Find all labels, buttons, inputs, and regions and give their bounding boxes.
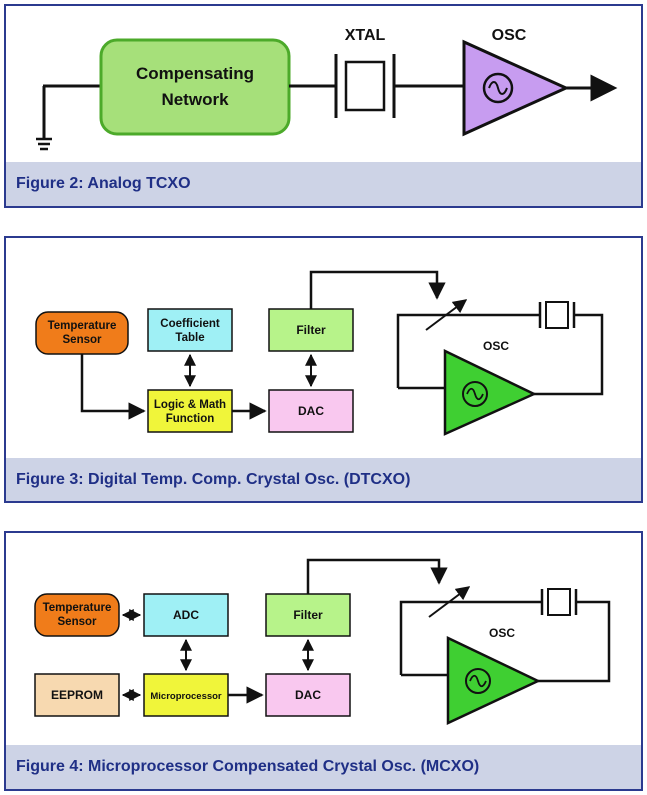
dac-label: DAC [295,688,321,702]
ground-icon [36,86,52,151]
figure-3-diagram: Temperature Sensor Coefficient Table Log… [35,270,604,436]
loop-wire-right [534,313,604,396]
temperature-sensor-label-line1: Temperature [43,602,112,614]
dac-box [265,673,351,717]
sine-wave-icon [465,668,491,694]
arrow-filter-to-varactor [306,558,448,594]
loop-wire-left-top [396,313,540,388]
osc-label: OSC [483,339,509,353]
figure-4-caption: Figure 4: Microprocessor Compensated Cry… [6,745,641,789]
temperature-sensor-box [34,593,120,637]
figure-2-panel: Compensating Network XTAL OSC Figure 2: … [4,4,643,208]
filter-label: Filter [293,608,323,622]
crystal-icon [540,588,578,616]
dac-box [268,389,354,433]
figure-3-caption: Figure 3: Digital Temp. Comp. Crystal Os… [6,458,641,501]
arrow-sensor-to-logic [80,354,146,420]
eeprom-box [34,673,120,717]
dac-label: DAC [298,404,324,418]
temperature-sensor-label-line1: Temperature [48,320,117,332]
loop-wire-left-top [399,600,542,675]
osc-amplifier-triangle [446,636,541,725]
compensating-network-label-line1: Compensating [136,64,254,83]
coefficient-table-box [147,308,233,352]
crystal-icon [334,54,396,118]
microprocessor-label: Microprocessor [150,691,222,702]
figure-4-diagram: Temperature Sensor ADC Filter EEPROM Mic… [34,558,611,725]
figure-4-panel: Temperature Sensor ADC Filter EEPROM Mic… [4,531,643,791]
varactor-icon [428,586,471,618]
xtal-label: XTAL [345,27,386,44]
temperature-sensor-box [35,311,129,355]
microprocessor-box [143,673,229,717]
coefficient-table-label-line2: Table [175,332,204,344]
compensating-network-box [99,38,291,136]
logic-math-label-line1: Logic & Math [154,399,226,411]
sine-wave-icon [462,381,488,407]
filter-box [265,593,351,637]
logic-math-label-line2: Function [166,413,215,425]
adc-label: ADC [173,608,199,622]
arrow-filter-to-varactor [309,270,446,309]
eeprom-label: EEPROM [51,688,103,702]
osc-label: OSC [492,27,527,44]
crystal-icon [538,301,576,329]
varactor-icon [425,299,468,331]
coefficient-table-label-line1: Coefficient [160,318,220,330]
figure-2-diagram: Compensating Network XTAL OSC [36,27,618,151]
sine-wave-icon [482,72,514,104]
adc-box [143,593,229,637]
temperature-sensor-label-line2: Sensor [58,616,98,628]
temperature-sensor-label-line2: Sensor [63,334,103,346]
compensating-network-label-line2: Network [161,90,229,109]
logic-math-function-box [147,389,233,433]
osc-amplifier-triangle [443,349,537,436]
figure-2-caption: Figure 2: Analog TCXO [6,162,641,206]
figure-3-panel: Temperature Sensor Coefficient Table Log… [4,236,643,503]
loop-wire-right [538,600,611,683]
osc-amplifier-triangle [462,39,570,137]
filter-box [268,308,354,352]
filter-label: Filter [296,323,326,337]
osc-label: OSC [489,626,515,640]
